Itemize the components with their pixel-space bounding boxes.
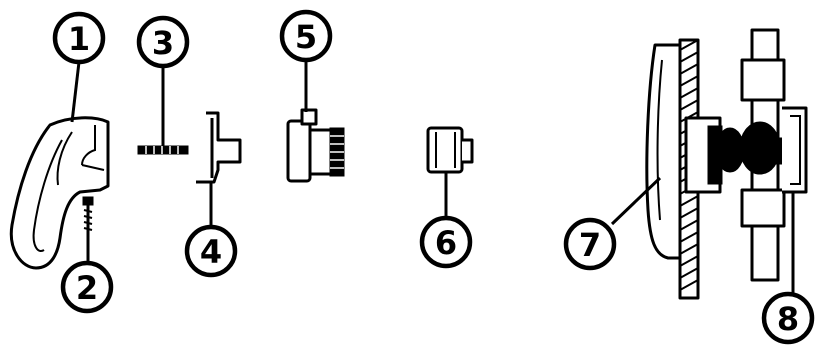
nut-cluster	[715, 121, 795, 175]
callout-label-1: 1	[68, 20, 90, 58]
callout-circle-8	[761, 291, 815, 345]
callout-circle-1	[52, 11, 106, 65]
leader-lines	[70, 60, 795, 295]
callout-1: 1	[52, 11, 106, 65]
callout-label-7: 7	[579, 226, 601, 264]
callout-4: 4	[184, 224, 238, 278]
part-set-screw	[137, 145, 189, 155]
part-handle-lever	[9, 116, 110, 270]
callout-6: 6	[419, 215, 473, 269]
callout-2: 2	[60, 260, 114, 314]
callout-label-8: 8	[777, 300, 799, 338]
callout-3: 3	[136, 15, 190, 69]
callout-8: 8	[761, 291, 815, 345]
callout-circle-6	[419, 215, 473, 269]
callout-label-4: 4	[200, 233, 222, 271]
leader-7	[610, 176, 662, 226]
part-cap-nut	[426, 126, 474, 174]
part-screw-small	[82, 196, 94, 248]
callout-circle-5	[279, 9, 333, 63]
callout-7: 7	[563, 217, 617, 271]
callout-circle-3	[136, 15, 190, 69]
part-bracket-clip	[196, 111, 242, 184]
part-assembled-view	[645, 28, 808, 300]
callout-5: 5	[279, 9, 333, 63]
part-hub-bushing	[286, 108, 345, 183]
callout-label-6: 6	[435, 224, 457, 262]
callout-label-2: 2	[76, 269, 98, 307]
callout-label-3: 3	[152, 24, 174, 62]
callout-circle-7	[563, 217, 617, 271]
callout-circle-4	[184, 224, 238, 278]
callout-circle-2	[60, 260, 114, 314]
callout-label-5: 5	[295, 18, 317, 56]
leader-1	[70, 61, 81, 123]
